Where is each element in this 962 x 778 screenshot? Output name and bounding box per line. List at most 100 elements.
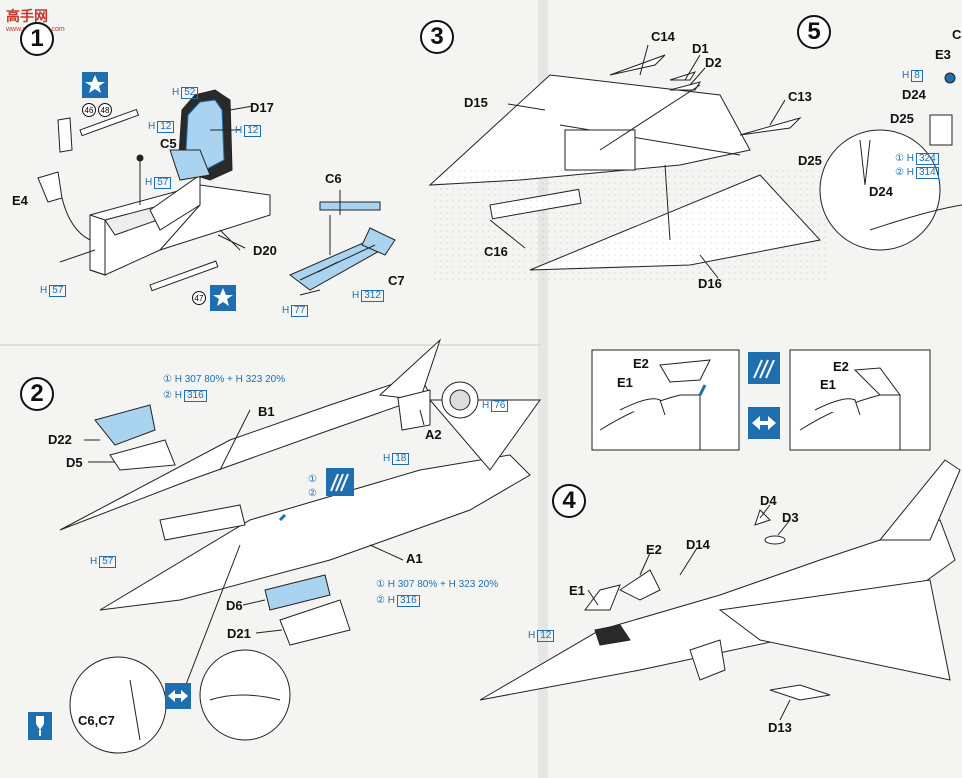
paint-h12-b-prefix: H [235, 125, 243, 136]
part-c16: C16 [484, 244, 508, 259]
paint-h12-b-code: 12 [244, 125, 262, 137]
paint-h57-b-code: 57 [49, 285, 67, 297]
paint-h314-prefix: ② H [895, 167, 914, 178]
part-c-cut: C [952, 27, 962, 42]
paint-h57-c-code: 57 [99, 556, 117, 568]
part-d3: D3 [782, 510, 799, 525]
paint-h77-code: 77 [291, 305, 309, 317]
paint-h316-a-code: 316 [183, 390, 207, 402]
step-5-badge: 5 [797, 15, 831, 49]
step-4-badge: 4 [552, 484, 586, 518]
step5-drawing [819, 72, 962, 251]
paint-h18-code: 18 [392, 453, 410, 465]
part-d17: D17 [250, 100, 274, 115]
step-3-badge: 3 [420, 20, 454, 54]
paint-h324-prefix: ① H [895, 153, 914, 164]
step-2-badge: 2 [20, 377, 54, 411]
step-2-number: 2 [30, 380, 44, 407]
part-e1-a: E1 [617, 375, 633, 390]
part-d21: D21 [227, 626, 251, 641]
decal-48: 48 [98, 103, 112, 117]
paint-h57-b-prefix: H [40, 285, 48, 296]
part-e2-b: E2 [833, 359, 849, 374]
paint-h324-code: 324 [915, 153, 939, 165]
paint-h314-code: 314 [915, 167, 939, 179]
part-d25-a: D25 [890, 111, 914, 126]
decal-47: 47 [192, 291, 206, 305]
part-d15: D15 [464, 95, 488, 110]
ladder-drawing [289, 190, 396, 296]
part-e2-a: E2 [633, 356, 649, 371]
paint-h316-b-code: 316 [396, 595, 420, 607]
drill-hole-icon [28, 712, 52, 740]
part-d1: D1 [692, 41, 709, 56]
paint-h312-prefix: H [352, 290, 360, 301]
part-d2: D2 [705, 55, 722, 70]
decal-46: 46 [82, 103, 96, 117]
part-d25-b: D25 [798, 153, 822, 168]
step-1-badge: 1 [20, 22, 54, 56]
part-c6-c7: C6,C7 [78, 713, 115, 728]
paint-h316-a-prefix: ② H [163, 390, 182, 401]
paint-h57-c-prefix: H [90, 556, 98, 567]
part-d14: D14 [686, 537, 710, 552]
paint-h12-c-code: 12 [537, 630, 555, 642]
paint-stripes-icon [326, 468, 354, 496]
part-e4: E4 [12, 193, 28, 208]
part-a1: A1 [406, 551, 423, 566]
star-decal-icon [210, 285, 236, 311]
part-e3: E3 [935, 47, 951, 62]
watermark-text: 高手网 [6, 8, 48, 24]
part-d4: D4 [760, 493, 777, 508]
paint-stripes-icon [748, 352, 780, 384]
part-e2-c: E2 [646, 542, 662, 557]
paint-h316-b-prefix: ② H [376, 595, 395, 606]
paint-h77-prefix: H [282, 305, 290, 316]
part-c13: C13 [788, 89, 812, 104]
part-c14: C14 [651, 29, 675, 44]
paint-h57-a-code: 57 [154, 177, 172, 189]
step-4-number: 4 [562, 487, 576, 514]
paint-mix-1: ① H 307 80% + H 323 20% [163, 374, 286, 385]
marker-2: ② [308, 488, 317, 499]
paint-h12-c-prefix: H [528, 630, 536, 641]
paint-h76-code: 76 [491, 400, 509, 412]
paint-h18-prefix: H [383, 453, 391, 464]
step2-drawing [59, 338, 541, 754]
part-e1-c: E1 [569, 583, 585, 598]
paint-h12-a-code: 12 [157, 121, 175, 133]
paint-h312-code: 312 [361, 290, 384, 302]
step-3-number: 3 [430, 23, 444, 50]
part-d13: D13 [768, 720, 792, 735]
part-a2: A2 [425, 427, 442, 442]
paint-h57-a-prefix: H [145, 177, 153, 188]
part-d22: D22 [48, 432, 72, 447]
part-d24-a: D24 [902, 87, 926, 102]
alternate-position-icon [165, 683, 191, 709]
step3-drawing [428, 54, 830, 280]
paint-h8-prefix: H [902, 70, 910, 81]
part-c5: C5 [160, 136, 177, 151]
paint-mix-2: ① H 307 80% + H 323 20% [376, 579, 499, 590]
paint-h52-prefix: H [172, 87, 180, 98]
part-d5: D5 [66, 455, 83, 470]
step-5-number: 5 [807, 18, 821, 45]
step4-drawing [479, 459, 961, 701]
step1-drawing [37, 89, 271, 292]
part-d24-b: D24 [869, 184, 893, 199]
